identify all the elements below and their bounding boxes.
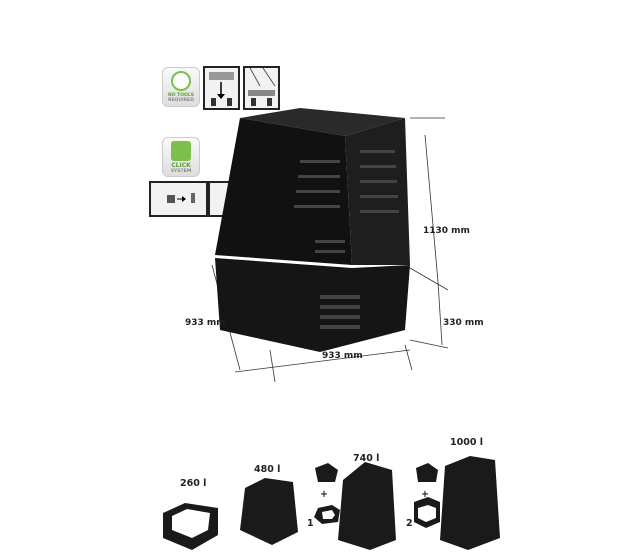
no-tools-badge: NO TOOLS REQUIRED bbox=[162, 67, 200, 107]
badge-subtext: SYSTEM bbox=[170, 169, 192, 174]
lid-arrow-icon bbox=[209, 72, 234, 106]
variants-illustration bbox=[163, 456, 500, 550]
variant-740-label: 740 l bbox=[353, 453, 380, 464]
click-connector-icon bbox=[171, 141, 191, 161]
wrench-screwdriver-icon bbox=[171, 71, 191, 91]
lid-locked-icon bbox=[248, 67, 276, 106]
lid-detail-panel-2 bbox=[243, 66, 280, 110]
badge-text: NO TOOLS bbox=[168, 93, 194, 98]
composter-diagram bbox=[211, 108, 449, 383]
badge-text: CLICK bbox=[171, 162, 191, 169]
variant-1000-label: 1000 l bbox=[450, 437, 484, 448]
click-insert-icon bbox=[167, 193, 195, 203]
variant-1000-kit bbox=[414, 456, 500, 550]
variant-260-label: 260 l bbox=[180, 478, 207, 489]
plus-sign: + bbox=[421, 489, 429, 500]
depth-dimension: 933 mm bbox=[185, 318, 226, 328]
click-detail-panel-1 bbox=[149, 181, 208, 217]
width-dimension: 933 mm bbox=[322, 351, 363, 361]
variant-740-kit bbox=[314, 462, 396, 550]
variant-480 bbox=[240, 478, 298, 545]
click-system-badge: CLICK SYSTEM bbox=[162, 137, 200, 177]
height-dimension: 1130 mm bbox=[423, 226, 470, 236]
badge-subtext: REQUIRED bbox=[168, 98, 194, 103]
lid-detail-panel-1 bbox=[203, 66, 240, 110]
composter-main bbox=[215, 108, 410, 352]
module-height-dimension: 330 mm bbox=[443, 318, 484, 328]
variant-260 bbox=[163, 503, 218, 550]
step-number: 1 bbox=[307, 518, 314, 529]
plus-sign: + bbox=[320, 489, 328, 500]
step-number: 2 bbox=[406, 518, 413, 529]
variant-480-label: 480 l bbox=[254, 464, 281, 475]
